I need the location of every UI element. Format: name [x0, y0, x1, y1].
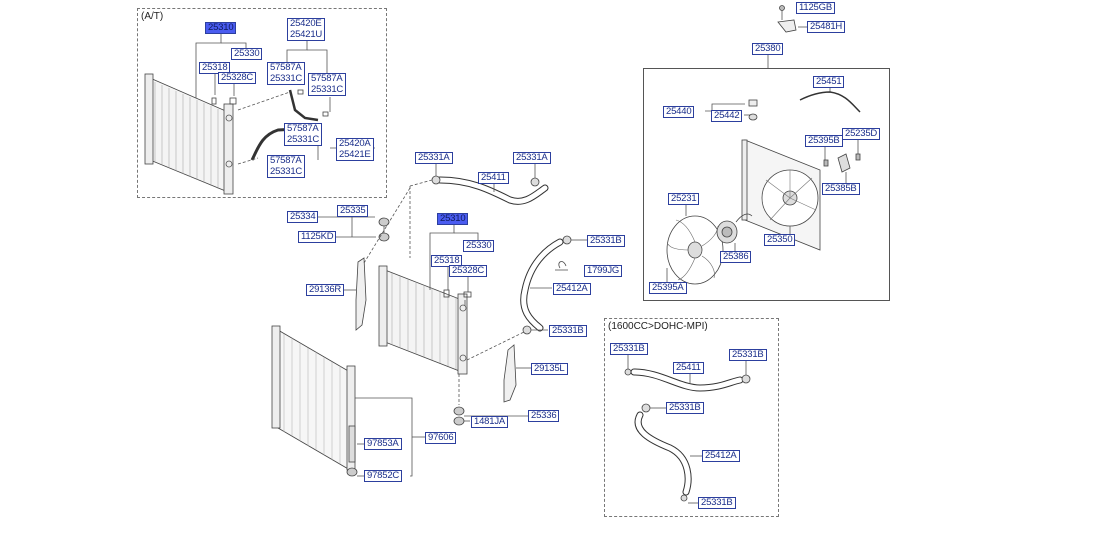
part-57587a-text: 57587A	[270, 155, 302, 166]
part-25440-label[interactable]: 25440	[663, 106, 695, 118]
part-25310-main-label[interactable]: 25310	[437, 213, 469, 225]
part-25331c-text: 25331C	[287, 133, 320, 145]
part-25331b-upper-label[interactable]: 25331B	[587, 235, 625, 247]
part-25421u-text: 25421U	[290, 28, 323, 40]
part-25420e-25421u-label[interactable]: 25420E 25421U	[287, 18, 326, 41]
part-25350-label[interactable]: 25350	[764, 234, 796, 246]
part-97853a-label[interactable]: 97853A	[364, 438, 402, 450]
part-57587a-25331c-label-4[interactable]: 57587A 25331C	[267, 155, 306, 178]
part-57587a-text: 57587A	[311, 73, 343, 84]
part-25330-main-label[interactable]: 25330	[463, 240, 495, 252]
part-57587a-25331c-label-1[interactable]: 57587A 25331C	[267, 62, 306, 85]
part-25411-label[interactable]: 25411	[478, 172, 509, 184]
fan-assembly-box	[643, 68, 890, 301]
part-25318-at-label[interactable]: 25318	[199, 62, 231, 74]
part-1799jg-label[interactable]: 1799JG	[584, 265, 623, 277]
part-25331c-text: 25331C	[270, 165, 303, 177]
part-25331c-text: 25331C	[270, 72, 303, 84]
dohc-25331b-label-3[interactable]: 25331B	[666, 402, 704, 414]
part-25328c-main-label[interactable]: 25328C	[449, 265, 488, 277]
dohc-25412a-label[interactable]: 25412A	[702, 450, 740, 462]
dohc-25331b-label-1[interactable]: 25331B	[610, 343, 648, 355]
condenser-drawing	[271, 325, 356, 471]
at-variant-note: (A/T)	[141, 11, 164, 22]
part-1481ja-label[interactable]: 1481JA	[471, 416, 509, 428]
dohc-25331b-label-2[interactable]: 25331B	[729, 349, 767, 361]
part-25421e-text: 25421E	[339, 148, 371, 160]
part-57587a-text: 57587A	[287, 123, 319, 134]
part-25334-label[interactable]: 25334	[287, 211, 319, 223]
part-25420a-text: 25420A	[339, 138, 371, 149]
part-25231-label[interactable]: 25231	[668, 193, 700, 205]
part-25328c-at-label[interactable]: 25328C	[218, 72, 257, 84]
part-97852c-label[interactable]: 97852C	[364, 470, 403, 482]
part-25235d-label[interactable]: 25235D	[842, 128, 881, 140]
radiator-at-drawing	[144, 73, 234, 195]
part-25331b-lower-label[interactable]: 25331B	[549, 325, 587, 337]
part-1125gb-label[interactable]: 1125GB	[796, 2, 835, 14]
part-25330-at-label[interactable]: 25330	[231, 48, 263, 60]
dohc-25411-label[interactable]: 25411	[673, 362, 704, 374]
part-25420e-text: 25420E	[290, 18, 322, 29]
part-25395a-label[interactable]: 25395A	[649, 282, 687, 294]
dohc-variant-note: (1600CC>DOHC-MPI)	[608, 321, 708, 332]
part-25331c-text: 25331C	[311, 83, 344, 95]
part-57587a-text: 57587A	[270, 62, 302, 73]
radiator-main-drawing	[378, 265, 468, 375]
part-97606-label[interactable]: 97606	[425, 432, 457, 444]
at-variant-box	[137, 8, 387, 198]
part-25331a-left-label[interactable]: 25331A	[415, 152, 453, 164]
part-25481h-label[interactable]: 25481H	[807, 21, 846, 33]
part-25442-label[interactable]: 25442	[711, 110, 743, 122]
part-29135l-label[interactable]: 29135L	[531, 363, 568, 375]
part-29136r-label[interactable]: 29136R	[306, 284, 345, 296]
part-25331a-right-label[interactable]: 25331A	[513, 152, 551, 164]
part-25412a-label[interactable]: 25412A	[553, 283, 591, 295]
part-25336-label[interactable]: 25336	[528, 410, 560, 422]
part-1125kd-label[interactable]: 1125KD	[298, 231, 337, 243]
part-25386-label[interactable]: 25386	[720, 251, 752, 263]
fan-shroud-drawing	[741, 139, 821, 251]
part-57587a-25331c-label-3[interactable]: 57587A 25331C	[284, 123, 323, 146]
part-25335-label[interactable]: 25335	[337, 205, 369, 217]
part-25395b-label[interactable]: 25395B	[805, 135, 843, 147]
part-25385b-label[interactable]: 25385B	[822, 183, 860, 195]
part-25318-main-label[interactable]: 25318	[431, 255, 463, 267]
part-25420a-25421e-label[interactable]: 25420A 25421E	[336, 138, 374, 161]
dohc-variant-box	[604, 318, 779, 517]
dohc-25331b-label-4[interactable]: 25331B	[698, 497, 736, 509]
part-25380-label[interactable]: 25380	[752, 43, 784, 55]
part-25451-label[interactable]: 25451	[813, 76, 845, 88]
part-25310-at-label[interactable]: 25310	[205, 22, 237, 34]
fan-motor-drawing	[716, 213, 753, 244]
fan-blade-drawing	[666, 215, 724, 285]
part-57587a-25331c-label-2[interactable]: 57587A 25331C	[308, 73, 347, 96]
